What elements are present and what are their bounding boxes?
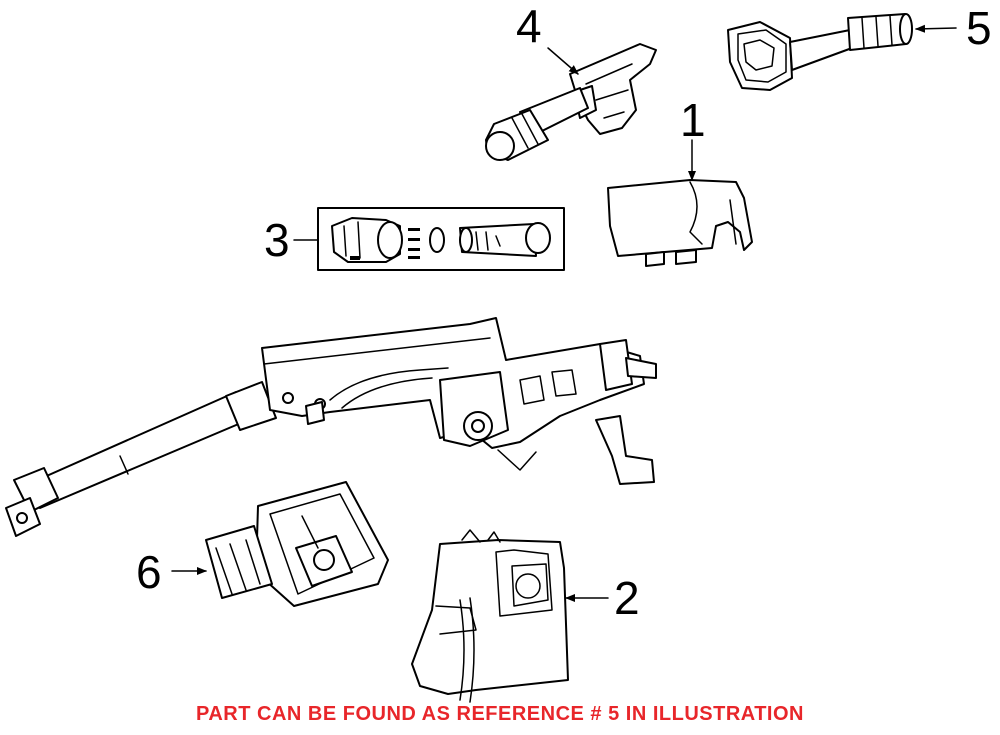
ignition-switch-part[interactable] bbox=[205, 481, 389, 607]
callout-2-label: 2 bbox=[614, 572, 640, 624]
steering-column-assembly bbox=[5, 317, 657, 537]
lower-column-cover-part[interactable] bbox=[411, 529, 569, 703]
callout-1-label: 1 bbox=[680, 94, 706, 146]
callout-6: 6 bbox=[136, 546, 207, 598]
callout-3-label: 3 bbox=[264, 214, 290, 266]
callout-4: 4 bbox=[516, 0, 579, 75]
callout-6-label: 6 bbox=[136, 546, 162, 598]
callout-2: 2 bbox=[565, 572, 640, 624]
turn-signal-switch-part[interactable] bbox=[485, 43, 657, 161]
callout-1: 1 bbox=[680, 94, 706, 181]
callout-3: 3 bbox=[264, 214, 319, 266]
callout-4-label: 4 bbox=[516, 0, 542, 52]
part-reference-note: PART CAN BE FOUND AS REFERENCE # 5 IN IL… bbox=[196, 703, 804, 725]
callout-5: 5 bbox=[915, 2, 992, 54]
wiper-switch-part[interactable] bbox=[727, 13, 913, 91]
callout-5-label: 5 bbox=[966, 2, 992, 54]
upper-column-cover-part[interactable] bbox=[607, 179, 753, 267]
lock-cylinder-kit-part[interactable] bbox=[317, 207, 565, 271]
